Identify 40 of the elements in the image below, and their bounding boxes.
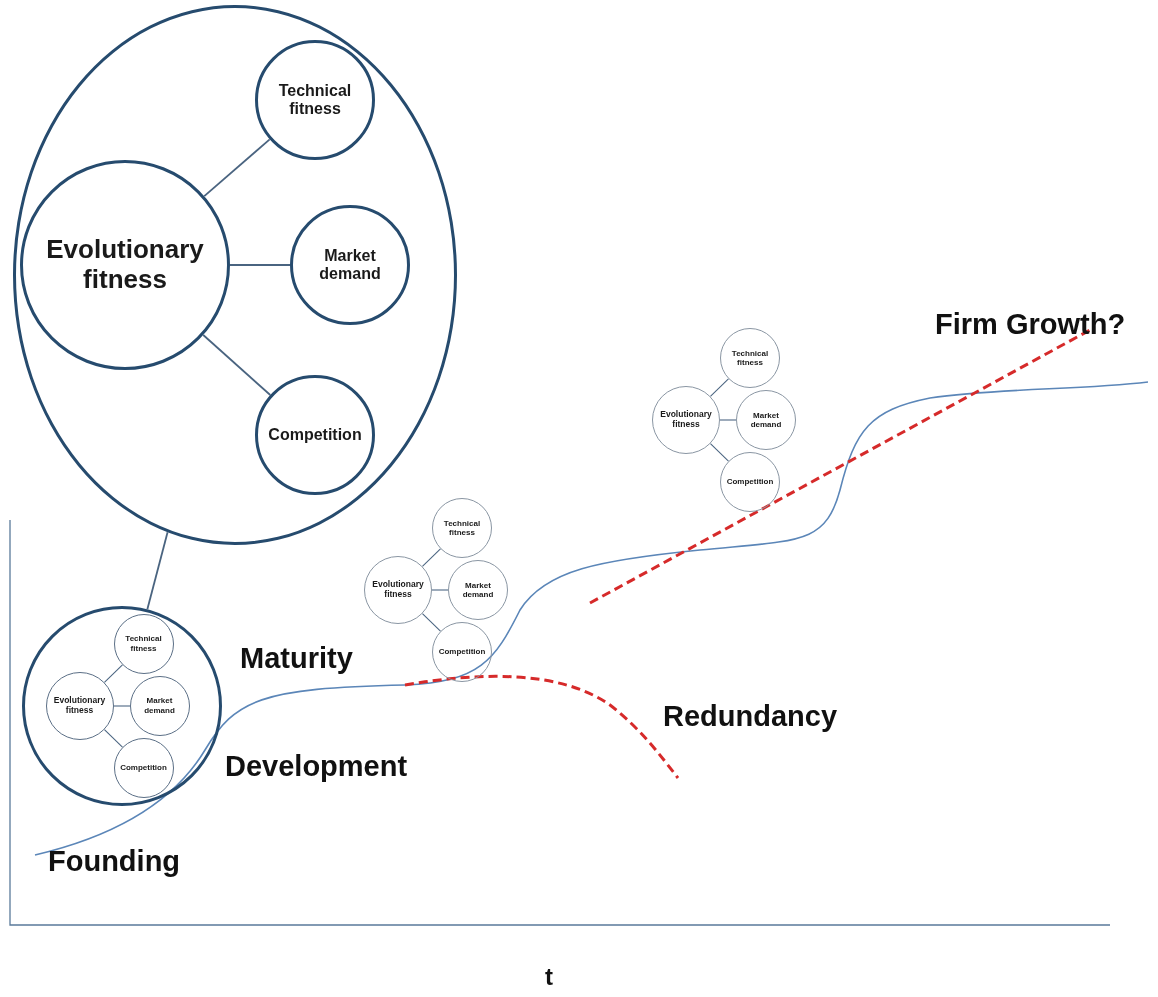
stage-label: Firm Growth? (935, 308, 1126, 341)
circle-node (20, 160, 230, 370)
connector-line (146, 531, 169, 611)
connector-line (103, 664, 123, 683)
connector-line (709, 443, 729, 462)
circle-label: Market demand (749, 410, 783, 430)
connector-line (202, 334, 272, 396)
stage-label: Maturity (240, 642, 353, 675)
circle-label: Competition (438, 647, 486, 657)
connector-line (103, 729, 123, 748)
circle-outline (22, 606, 222, 806)
circle-node (255, 375, 375, 495)
circle-node (255, 40, 375, 160)
connector-line (113, 705, 131, 707)
connector-line (709, 378, 729, 397)
circle-label: Market demand (318, 246, 382, 284)
connector-line (431, 589, 449, 591)
stage-label: Founding (48, 845, 181, 878)
circle-label: Evolutionary fitness (659, 410, 713, 430)
circle-label: Technical fitness (277, 81, 353, 119)
circle-label: Evolutionary fitness (45, 235, 205, 295)
axis-label: t (545, 963, 553, 991)
circle-label: Competition (120, 762, 167, 773)
circle-label: Technical fitness (124, 634, 163, 653)
connector-line (229, 264, 291, 266)
circle-label: Technical fitness (442, 518, 482, 538)
circle-node (290, 205, 410, 325)
connector-line (719, 419, 737, 421)
circle-label: Technical fitness (730, 348, 770, 368)
circle-label: Market demand (143, 696, 176, 715)
stage-label: Development (225, 750, 408, 783)
circle-label: Market demand (461, 580, 495, 600)
connector-line (421, 613, 441, 632)
stage-label: Redundancy (663, 700, 838, 733)
connector-line (203, 138, 271, 198)
circle-label: Competition (268, 425, 362, 445)
circle-label: Competition (726, 477, 774, 487)
connector-line (421, 548, 441, 567)
circle-label: Evolutionary fitness (52, 695, 107, 716)
circle-label: Evolutionary fitness (371, 580, 425, 600)
